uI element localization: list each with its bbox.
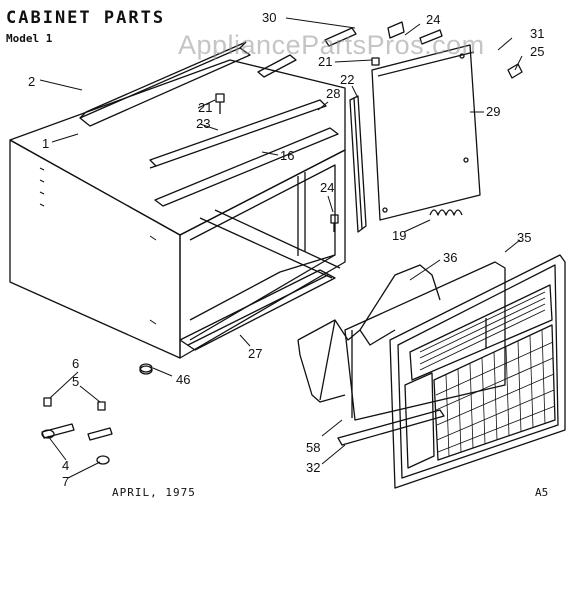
- screws: [215, 57, 523, 232]
- callout-7: 7: [62, 474, 69, 489]
- callout-29: 29: [486, 104, 500, 119]
- footer-date: APRIL, 1975: [112, 486, 196, 499]
- footer-page-number: A5: [535, 486, 549, 499]
- watermark-text: AppliancePartsPros.com: [178, 30, 485, 60]
- callout-6: 6: [72, 356, 79, 371]
- front-grille-part-35: [389, 254, 566, 489]
- callout-30: 30: [262, 10, 276, 25]
- callout-27: 27: [248, 346, 262, 361]
- callout-1: 1: [42, 136, 49, 151]
- callout-46: 46: [176, 372, 190, 387]
- model-label: Model 1: [6, 32, 53, 45]
- callout-19: 19: [392, 228, 406, 243]
- page-title: CABINET PARTS: [6, 8, 166, 28]
- callout-4: 4: [62, 458, 69, 473]
- callout-24: 24: [426, 12, 440, 27]
- bracket-part-30: [257, 27, 357, 78]
- callout-24: 24: [320, 180, 334, 195]
- top-rail-part-2: [79, 41, 251, 127]
- callout-22: 22: [340, 72, 354, 87]
- callout-32: 32: [306, 460, 320, 475]
- callout-21: 21: [318, 54, 332, 69]
- callout-5: 5: [72, 374, 79, 389]
- foot-part-46: [139, 363, 153, 375]
- bottom-channel-part-32: [337, 409, 445, 446]
- callout-21-screw: 21: [198, 100, 212, 115]
- side-panel-part-29: [371, 44, 481, 221]
- callout-23: 23: [196, 116, 210, 131]
- filter-part-36: [344, 261, 506, 421]
- callout-16: 16: [280, 148, 294, 163]
- callout-labels: 30 24 31 25 21 22 28 29 2 1 23 16 24 19 …: [28, 10, 544, 489]
- spring-part-19: [429, 209, 463, 216]
- callout-31: 31: [530, 26, 544, 41]
- hardware-parts: [41, 397, 113, 465]
- callout-58: 58: [306, 440, 320, 455]
- clip-part-24-top: [387, 21, 405, 39]
- callout-35: 35: [517, 230, 531, 245]
- strip-part-16: [154, 127, 339, 207]
- cabinet-shell: [9, 59, 346, 359]
- channel-part-23: [149, 99, 327, 169]
- vertical-bar-part-22: [349, 95, 367, 233]
- callout-25: 25: [530, 44, 544, 59]
- leader-lines: [39, 17, 523, 479]
- filter-frame-part-58: [297, 264, 441, 403]
- callout-28: 28: [326, 86, 340, 101]
- callout-36: 36: [443, 250, 457, 265]
- callout-2: 2: [28, 74, 35, 89]
